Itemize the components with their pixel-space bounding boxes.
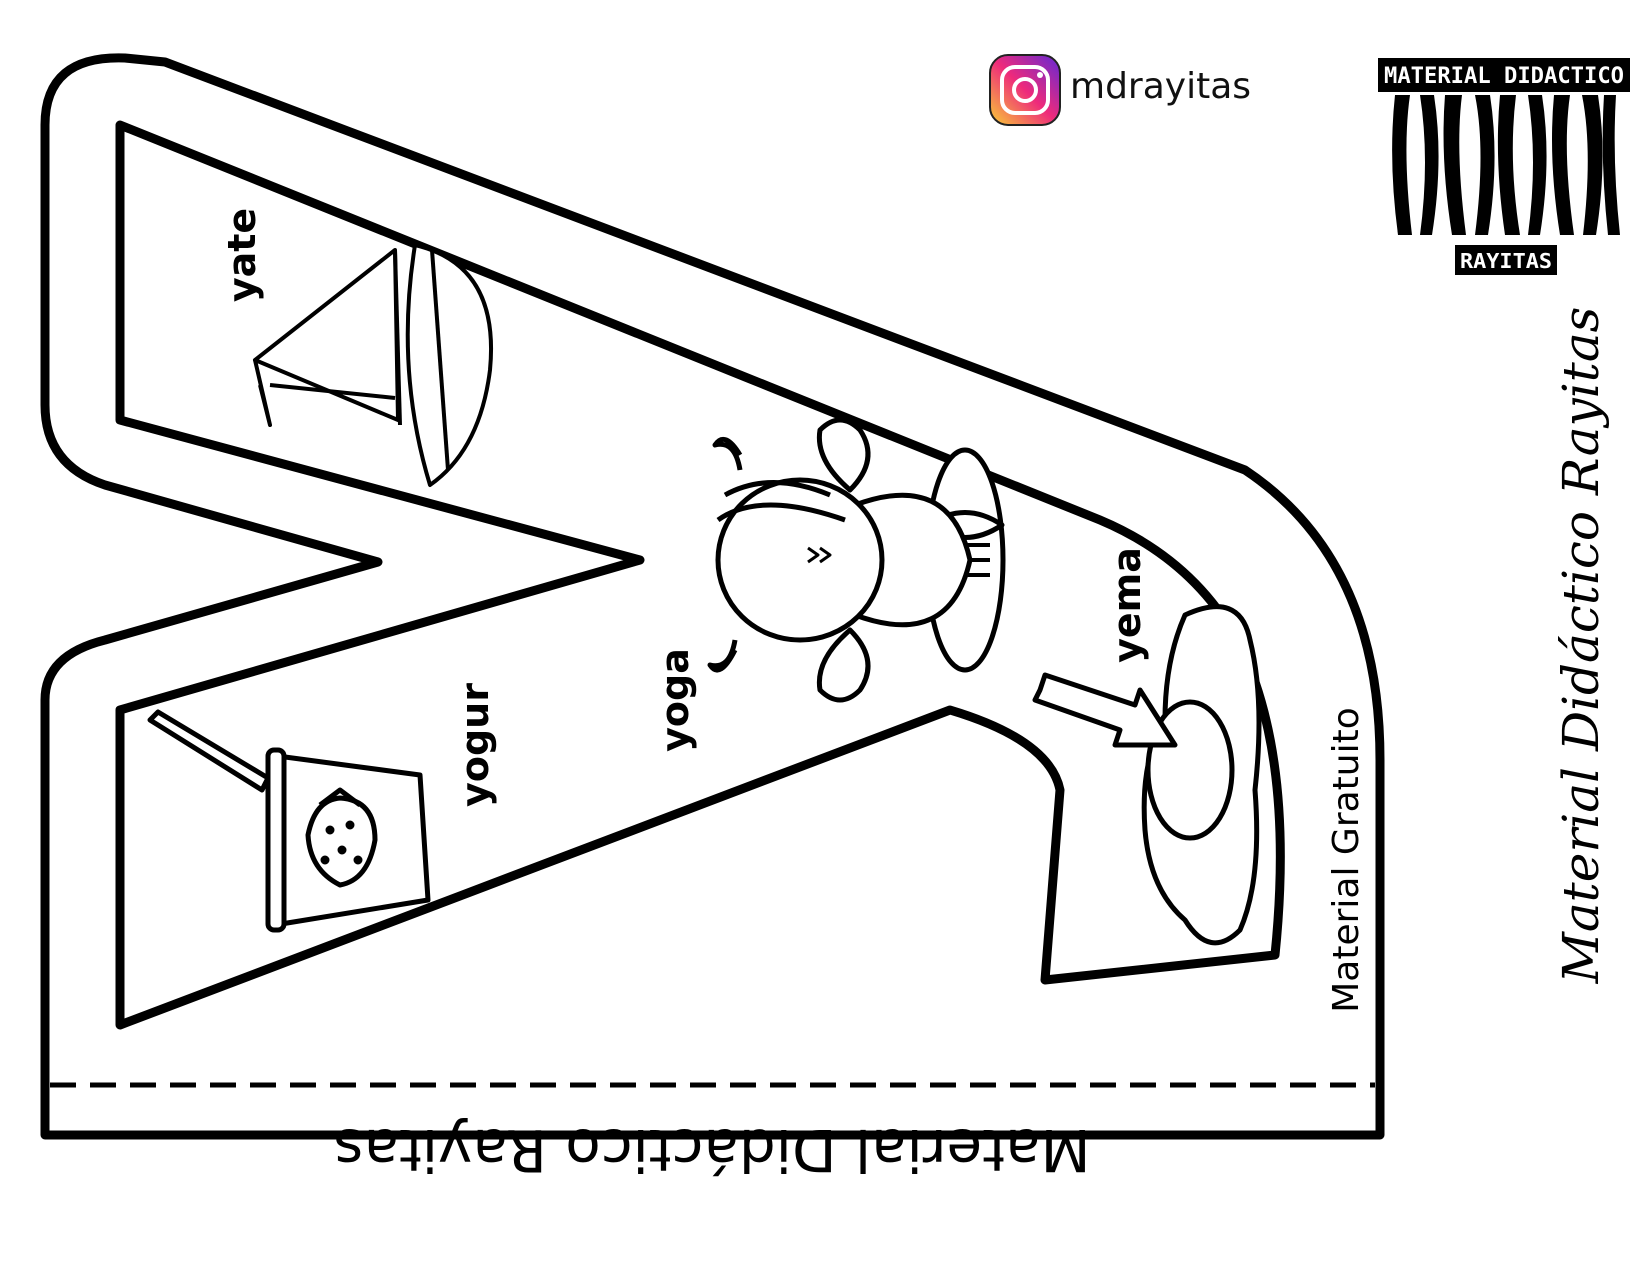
instagram-icon <box>989 54 1061 126</box>
tab-credit-text: Material Didáctico Rayitas <box>333 1116 1090 1184</box>
letter-y-outer-outline <box>40 53 1385 1140</box>
fried-egg-icon <box>1032 604 1262 946</box>
word-yoga: yoga <box>653 648 697 752</box>
yogurt-cup-icon <box>147 709 431 933</box>
word-yema: yema <box>1105 547 1149 663</box>
word-yogur: yogur <box>453 683 497 807</box>
zebra-stripes <box>1392 95 1620 235</box>
sailboat-icon <box>253 243 493 487</box>
side-watermark: Material Didáctico Rayitas <box>1552 307 1610 985</box>
word-yate: yate <box>220 208 264 302</box>
logo-bottom-text: RAYITAS <box>1460 249 1552 273</box>
logo-top-text: MATERIAL DIDACTICO <box>1384 64 1624 89</box>
yoga-girl-icon <box>707 417 1006 703</box>
zebra-logo: MATERIAL DIDACTICO RAYITAS <box>1378 58 1630 275</box>
free-material-note: Material Gratuito <box>1326 707 1367 1013</box>
instagram-handle: mdrayitas <box>1070 66 1251 107</box>
instagram-badge[interactable]: mdrayitas <box>989 54 1251 126</box>
letter-y-inner-outline <box>115 120 1285 1030</box>
